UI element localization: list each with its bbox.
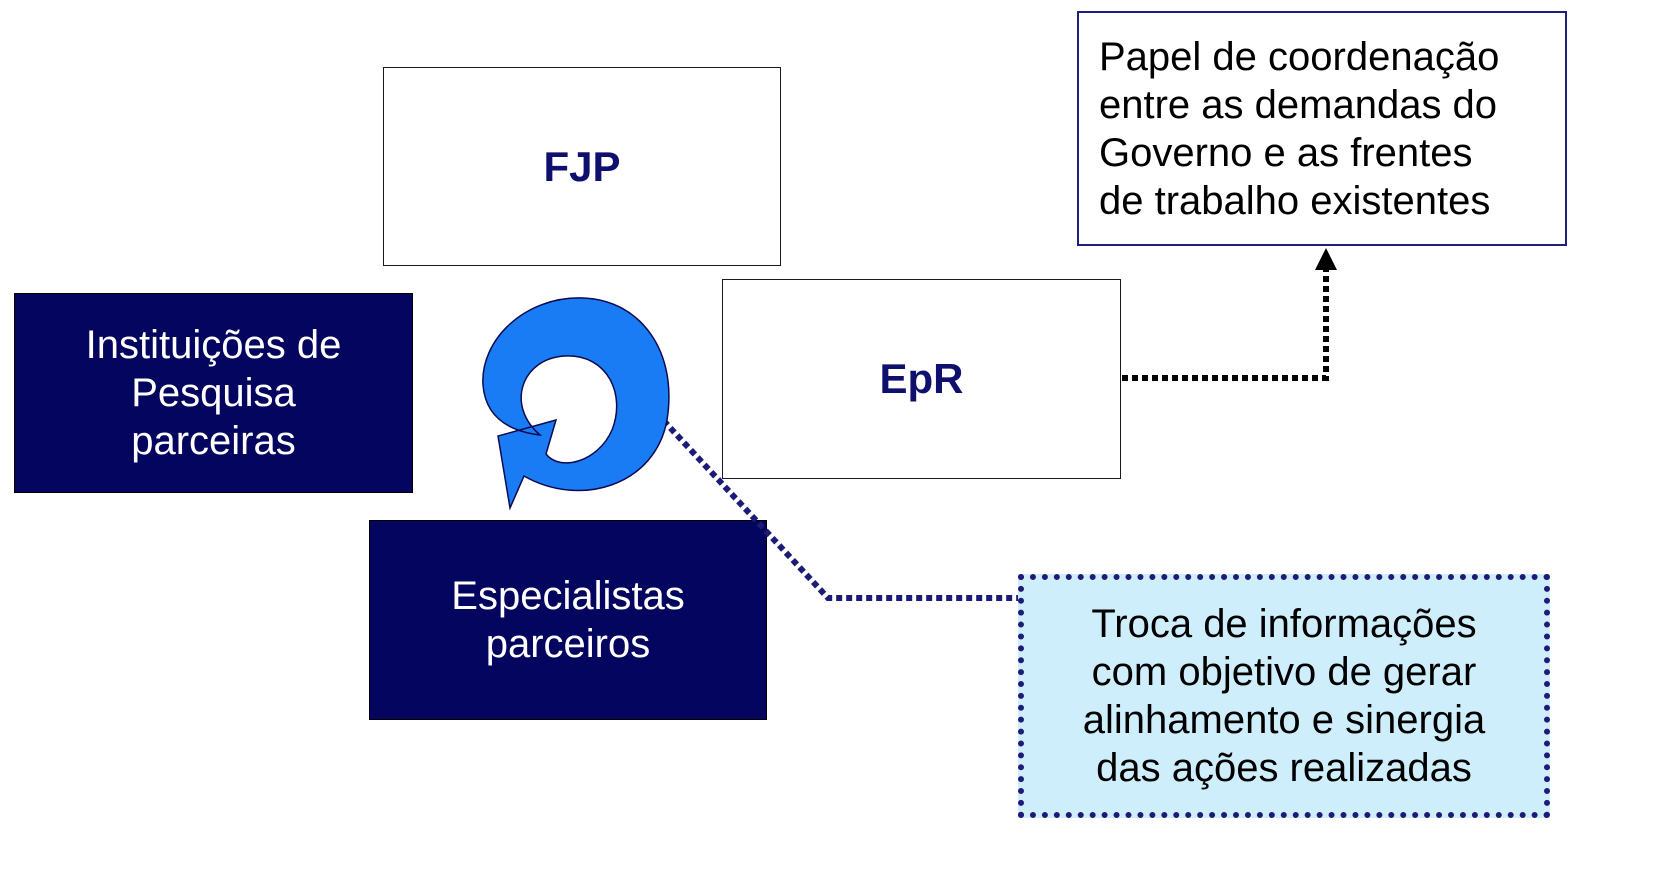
exchange-callout: Troca de informações com objetivo de ger… (1018, 574, 1550, 818)
coordination-note: Papel de coordenação entre as demandas d… (1077, 11, 1567, 246)
coordination-note-text: Papel de coordenação entre as demandas d… (1099, 34, 1500, 223)
specialists-label: Especialistas parceiros (451, 574, 685, 666)
fjp-label: FJP (543, 142, 621, 190)
connector-arrowhead-icon (1315, 248, 1337, 270)
institutions-label: Instituições de Pesquisa parceiras (85, 323, 342, 463)
institutions-box: Instituições de Pesquisa parceiras (14, 293, 413, 493)
cycle-arrow-icon (482, 297, 670, 511)
epr-box: EpR (722, 279, 1121, 479)
exchange-callout-text: Troca de informações com objetivo de ger… (1082, 602, 1486, 790)
specialists-box: Especialistas parceiros (369, 520, 767, 720)
cycle-to-exchange-connector (647, 403, 1018, 601)
epr-label: EpR (879, 355, 964, 402)
fjp-box: FJP (383, 67, 781, 266)
epr-to-coordination-connector (1122, 268, 1329, 381)
